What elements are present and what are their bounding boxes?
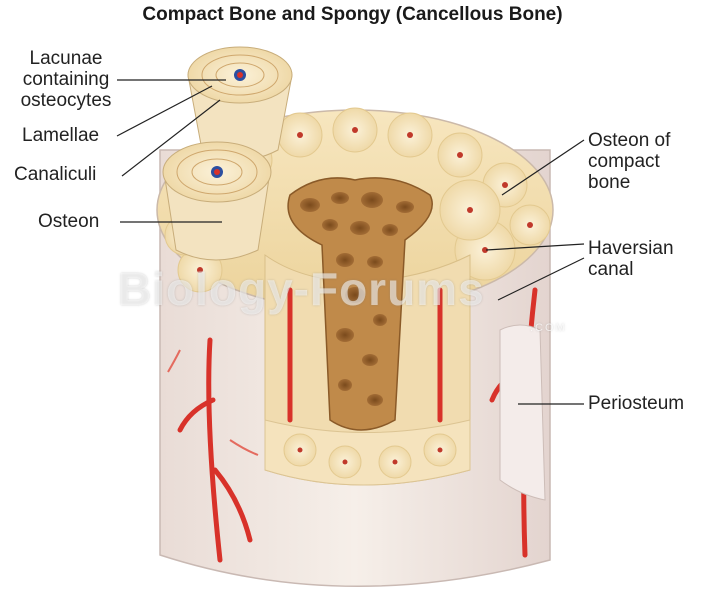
watermark: Biology-Forums bbox=[118, 263, 485, 315]
spongy-holes bbox=[300, 192, 414, 406]
label-osteon: Osteon bbox=[38, 211, 100, 232]
osteon-cylinder-lower bbox=[162, 141, 272, 261]
watermark-suffix: .COM bbox=[530, 322, 567, 334]
leader-lines bbox=[116, 79, 585, 405]
label-canaliculi: Canaliculi bbox=[14, 164, 97, 185]
blood-vessels bbox=[177, 287, 538, 563]
label-osteon-compact: Osteon of compact bone bbox=[588, 130, 671, 193]
osteon-cylinder-upper bbox=[187, 46, 293, 161]
label-lacunae: Lacunae containing osteocytes bbox=[20, 48, 112, 111]
label-lamellae: Lamellae bbox=[22, 125, 100, 146]
periosteum-flap bbox=[499, 324, 546, 501]
label-haversian-canal: Haversian canal bbox=[588, 238, 674, 280]
label-periosteum: Periosteum bbox=[588, 393, 685, 414]
spongy-bone bbox=[287, 177, 433, 431]
diagram-title: Compact Bone and Spongy (Cancellous Bone… bbox=[142, 4, 563, 25]
